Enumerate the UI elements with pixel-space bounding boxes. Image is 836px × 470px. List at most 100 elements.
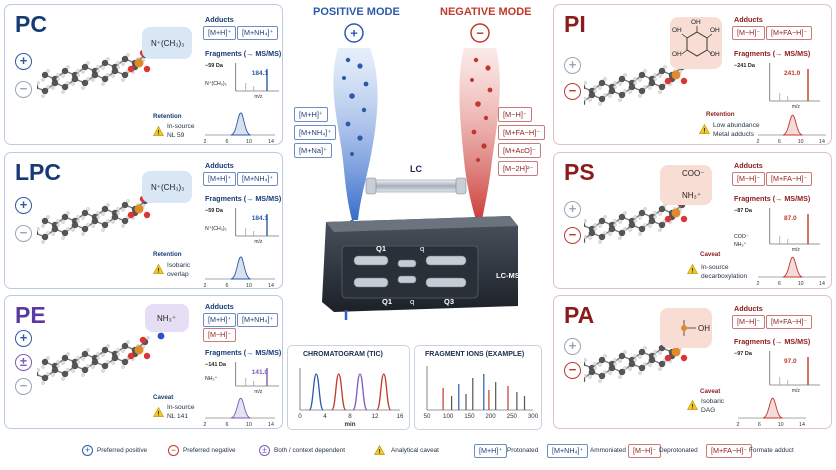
hydrogen-atom	[618, 236, 622, 240]
note-line: NL 59	[167, 132, 185, 139]
hydrogen-atom	[111, 361, 115, 365]
carbon-atom	[608, 364, 616, 372]
carbon-atom	[71, 362, 79, 370]
legend-formate: Formate adduct	[749, 447, 794, 454]
hydrogen-atom	[56, 77, 60, 81]
note-line: In-source	[701, 264, 729, 271]
hydrogen-atom	[51, 373, 55, 377]
oxygen-atom	[680, 215, 688, 223]
positive-mode-icon	[344, 23, 364, 43]
plus-minus-icon: ±	[259, 445, 270, 456]
retention-tick: 2	[757, 281, 760, 287]
carbon-atom	[638, 348, 646, 356]
hydrogen-atom	[603, 93, 607, 97]
hydrogen-atom	[618, 375, 622, 379]
hydrogen-atom	[46, 85, 50, 89]
plus-minus-icon: ±	[15, 354, 32, 371]
x-tick-label: 0	[298, 413, 302, 420]
carbon-atom	[51, 366, 59, 374]
retention-tick: 14	[819, 139, 825, 145]
hydrogen-atom	[96, 211, 100, 215]
lc-label: LC	[410, 164, 422, 174]
instrument-label: LC-MS/MS	[496, 271, 533, 280]
hydrogen-atom	[613, 362, 617, 366]
hydrogen-atom	[106, 344, 110, 348]
adduct-chip: [M+H]⁺	[203, 172, 237, 186]
carbon-atom	[61, 67, 69, 75]
hydrogen-atom	[121, 224, 125, 228]
headgroup-label: NH₃⁺	[157, 314, 177, 323]
mz-axis-label: m/z	[792, 388, 801, 393]
negative-ion-chip: [M−2H]²⁻	[498, 161, 539, 176]
carbon-atom	[648, 217, 656, 225]
hydrogen-atom	[41, 224, 45, 228]
minus-icon: −	[564, 83, 581, 100]
carbon-atom	[588, 229, 596, 237]
carbon-atom	[61, 83, 69, 91]
legend-preferred-positive: Preferred positive	[97, 447, 148, 454]
hydrogen-atom	[51, 232, 55, 236]
headgroup-label: OH	[691, 19, 701, 26]
adduct-chip: [M+FA−H]⁻	[766, 26, 813, 40]
hydrogen-atom	[37, 81, 40, 85]
hydrogen-atom	[106, 219, 110, 223]
hydrogen-atom	[628, 367, 632, 371]
fragment-structure: N⁺(CH₃)₃	[205, 81, 227, 87]
hydrogen-atom	[56, 223, 60, 227]
hydrogen-atom	[66, 368, 70, 372]
q3-bottom-label: Q3	[444, 297, 454, 306]
hydrogen-atom	[116, 207, 120, 211]
carbon-atom	[658, 360, 666, 368]
carbon-atom	[37, 371, 39, 377]
carbon-atom	[61, 213, 69, 221]
svg-text:!: !	[691, 403, 693, 410]
fragment-structure: NH₃⁺	[734, 242, 747, 248]
adducts-label: Adducts	[734, 15, 763, 24]
carbon-atom	[598, 79, 606, 87]
hydrogen-atom	[81, 373, 85, 377]
phosphorus-atom	[134, 204, 144, 214]
card-pa: PA + − OH Adducts [M−H]⁻ [M+FA−H]⁻ Fragm…	[553, 295, 832, 429]
warning-icon: !	[687, 264, 698, 274]
hydrogen-atom	[101, 353, 105, 357]
note-line: Isobaric	[701, 398, 725, 405]
x-tick-label: 100	[443, 413, 454, 420]
phosphorus-atom	[134, 345, 144, 355]
hydrogen-atom	[66, 81, 70, 85]
warning-icon: !	[153, 264, 164, 274]
hydrogen-atom	[653, 354, 657, 358]
note-line: NL 141	[167, 413, 189, 420]
headgroup-label: N⁺(CH₃)₃	[151, 183, 185, 192]
hydrogen-atom	[623, 227, 627, 231]
plus-icon: +	[564, 57, 581, 74]
retention-tick: 2	[204, 283, 207, 289]
hydrogen-atom	[638, 216, 642, 220]
mz-axis-label: m/z	[792, 104, 801, 109]
warning-icon: !	[699, 124, 710, 134]
positive-ion-chip: [M+NH₄]⁺	[294, 125, 337, 140]
hydrogen-atom	[603, 354, 607, 358]
hydrogen-atom	[76, 215, 80, 219]
retention-peak	[782, 256, 803, 278]
carbon-atom	[618, 91, 626, 99]
x-tick-label: 12	[372, 413, 379, 420]
carbon-atom	[81, 350, 89, 358]
oxygen-atom	[680, 77, 688, 85]
carbon-atom	[648, 79, 656, 87]
hydrogen-atom	[638, 355, 642, 359]
x-tick-label: 4	[323, 413, 327, 420]
chromatogram-peak	[376, 373, 392, 411]
hydrogen-atom	[593, 227, 597, 231]
carbon-atom	[628, 221, 636, 229]
hydrogen-atom	[588, 98, 592, 102]
fragments-label: Fragments (→ MS/MS)	[734, 337, 811, 346]
neutral-loss-label: −59 Da	[205, 63, 224, 69]
hydrogen-atom	[603, 215, 607, 219]
card-lpc: LPC + − N⁺(CH₃)₃ Adducts [M+H]⁺ [M+NH₄]⁺…	[4, 152, 283, 289]
hydrogen-atom	[653, 350, 657, 354]
adduct-chip: [M+NH₄]⁺	[237, 313, 279, 327]
fragment-mz-value: 184.1	[252, 215, 269, 222]
